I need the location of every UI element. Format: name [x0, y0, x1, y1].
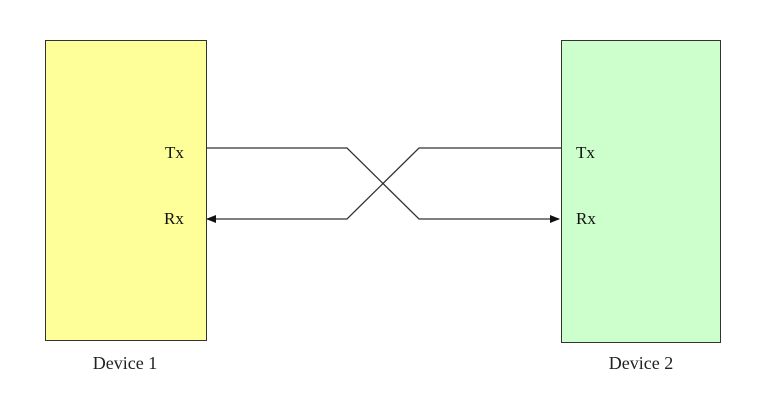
device-2-box: [561, 40, 721, 343]
device-1-name: Device 1: [92, 353, 158, 373]
device-2-rx-label: Rx: [576, 209, 596, 228]
device-2-name: Device 2: [608, 353, 674, 373]
wire-device2-tx-to-device1-rx: [206, 147, 561, 223]
device-1-box: [45, 40, 207, 341]
device-1-tx-label: Tx: [165, 143, 184, 162]
device-2-tx-label: Tx: [576, 143, 595, 162]
device-1-rx-label: Rx: [164, 209, 184, 228]
